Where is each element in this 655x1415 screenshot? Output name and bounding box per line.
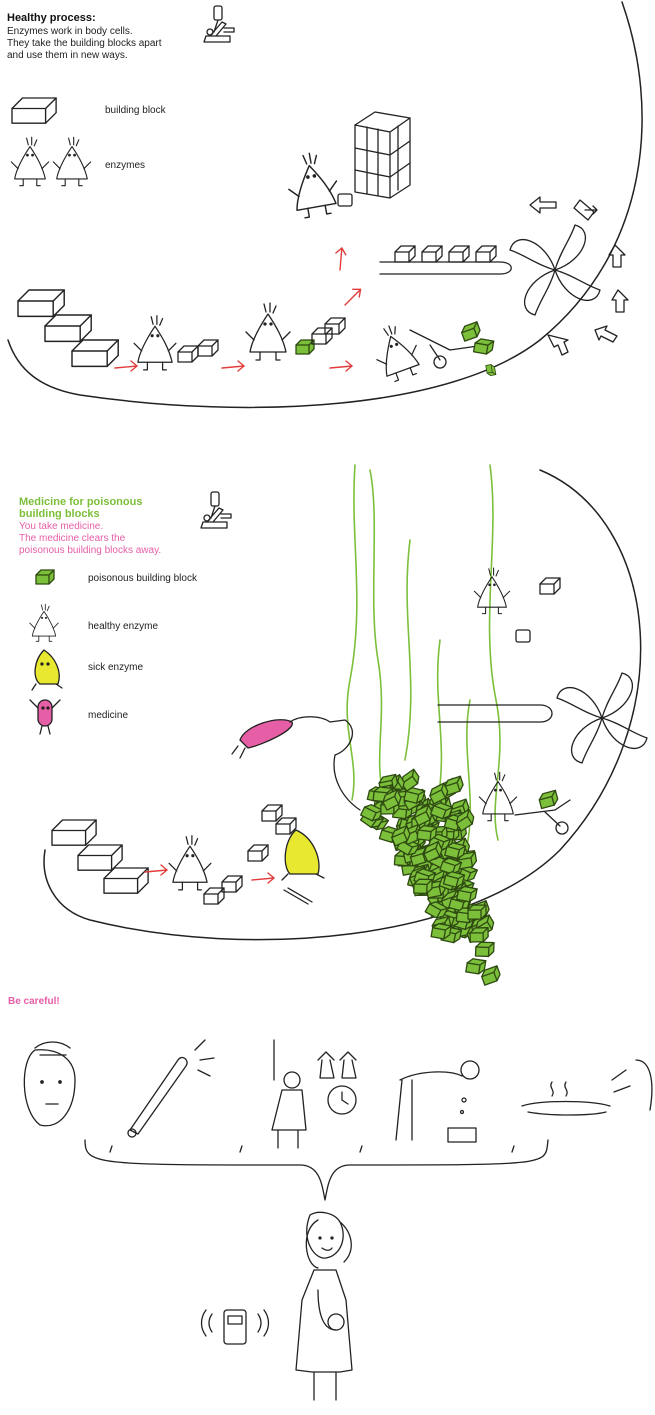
symptoms-brace bbox=[85, 1140, 548, 1200]
legend-medicine-label: medicine bbox=[88, 710, 128, 721]
doctor-illustration bbox=[296, 1212, 352, 1400]
be-careful-title: Be careful! bbox=[8, 996, 60, 1007]
microscope-icon bbox=[204, 6, 234, 42]
medicine-title-line-2: building blocks bbox=[19, 508, 100, 520]
nauseous-person-icon bbox=[396, 1061, 479, 1142]
legend-enzymes-icon bbox=[11, 137, 90, 185]
legend-healthy-enzyme-label: healthy enzyme bbox=[88, 621, 158, 632]
legend-building-block-icon bbox=[12, 98, 56, 123]
medicine-section: Medicine for poisonous building blocks Y… bbox=[0, 470, 655, 970]
enzyme-working-2 bbox=[246, 303, 345, 360]
medicine-title-line-1: Medicine for poisonous bbox=[19, 496, 142, 508]
phone-ringing-icon bbox=[202, 1310, 269, 1344]
headache-face-icon bbox=[24, 1042, 75, 1126]
process-arrows-1 bbox=[115, 247, 364, 371]
enzyme-working-1 bbox=[134, 316, 218, 370]
block-chain-1 bbox=[380, 246, 511, 274]
thermometer-icon bbox=[128, 1040, 214, 1137]
recycled-arrows-1 bbox=[530, 197, 628, 355]
food-refusal-icon bbox=[522, 1060, 652, 1115]
legend-poisonous-block-label: poisonous building block bbox=[88, 573, 197, 584]
medicine-line-2: The medicine clears the bbox=[19, 533, 125, 545]
building-blocks-row-1 bbox=[18, 290, 118, 366]
anxious-person-clock-icon bbox=[272, 1040, 356, 1148]
medicine-line-1: You take medicine. bbox=[19, 521, 103, 533]
recycler-pinwheel-1 bbox=[510, 225, 600, 315]
enzyme-building-stack bbox=[283, 112, 410, 220]
medicine-line-3: poisonous building blocks away. bbox=[19, 545, 161, 557]
legend-sick-enzyme-label: sick enzyme bbox=[88, 662, 143, 673]
